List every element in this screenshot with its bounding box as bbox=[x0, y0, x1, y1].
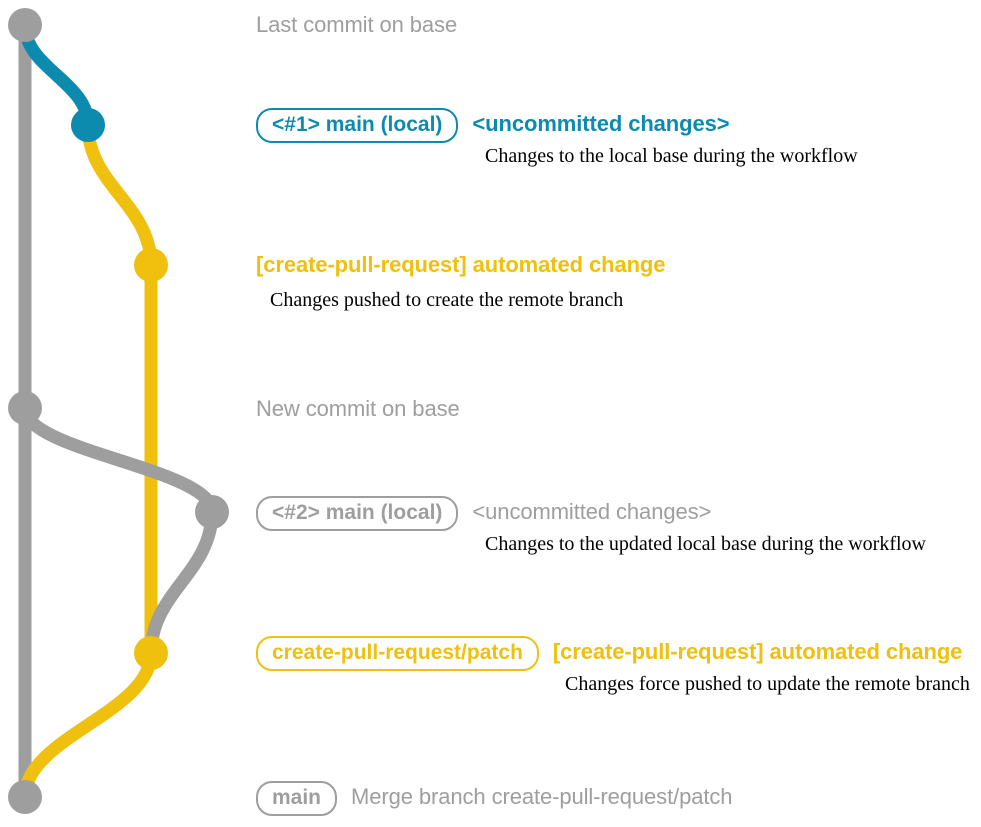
commit-dot-local-2[interactable] bbox=[195, 495, 229, 529]
commit-dot-merge[interactable] bbox=[8, 780, 42, 814]
commit-subject: Last commit on base bbox=[256, 12, 458, 37]
commit-description-local-2: Changes to the updated local base during… bbox=[485, 533, 926, 555]
commit-description-automated-change-2: Changes force pushed to update the remot… bbox=[565, 673, 970, 695]
commit-dot-local-1[interactable] bbox=[71, 108, 105, 142]
commit-dot-automated-change-1[interactable] bbox=[134, 248, 168, 282]
commit-entry-automated-change-2: create-pull-request/patch [create-pull-r… bbox=[256, 636, 962, 671]
commit-description-local-1: Changes to the local base during the wor… bbox=[485, 145, 858, 167]
commit-subject: New commit on base bbox=[256, 396, 460, 421]
commit-description-automated-change-1: Changes pushed to create the remote bran… bbox=[270, 289, 624, 311]
branch-badge-main[interactable]: main bbox=[256, 781, 338, 816]
commit-subject: [create-pull-request] automated change bbox=[256, 252, 666, 277]
branch-badge-create-pull-request-patch[interactable]: create-pull-request/patch bbox=[256, 636, 539, 671]
commit-entry-automated-change-1: [create-pull-request] automated change bbox=[256, 252, 665, 278]
branch-badge-main-local-1[interactable]: <#1> main (local) bbox=[256, 108, 459, 143]
commit-entry-local-1: <#1> main (local) <uncommitted changes> bbox=[256, 108, 730, 143]
commit-dot-last-commit-on-base[interactable] bbox=[8, 8, 42, 42]
commit-subject: Merge branch create-pull-request/patch bbox=[351, 784, 733, 809]
commit-dot-automated-change-2[interactable] bbox=[134, 636, 168, 670]
commit-entry-last-commit-on-base: Last commit on base bbox=[256, 12, 457, 38]
commit-subject: <uncommitted changes> bbox=[472, 499, 712, 524]
local-branch-line-out bbox=[144, 505, 219, 660]
branch-badge-main-local-2[interactable]: <#2> main (local) bbox=[256, 496, 459, 531]
commit-dot-new-commit-on-base[interactable] bbox=[8, 391, 42, 425]
commit-subject: [create-pull-request] automated change bbox=[552, 639, 963, 664]
local-branch-line-in bbox=[18, 401, 219, 519]
commit-entry-new-commit-on-base: New commit on base bbox=[256, 396, 460, 422]
commit-entry-local-2: <#2> main (local) <uncommitted changes> bbox=[256, 496, 711, 531]
commit-entry-merge: main Merge branch create-pull-request/pa… bbox=[256, 781, 733, 816]
patch-merge-line bbox=[18, 646, 158, 804]
patch-branch-line-upper bbox=[81, 118, 158, 272]
commit-subject: <uncommitted changes> bbox=[472, 111, 730, 136]
teal-branch-line bbox=[18, 18, 95, 132]
